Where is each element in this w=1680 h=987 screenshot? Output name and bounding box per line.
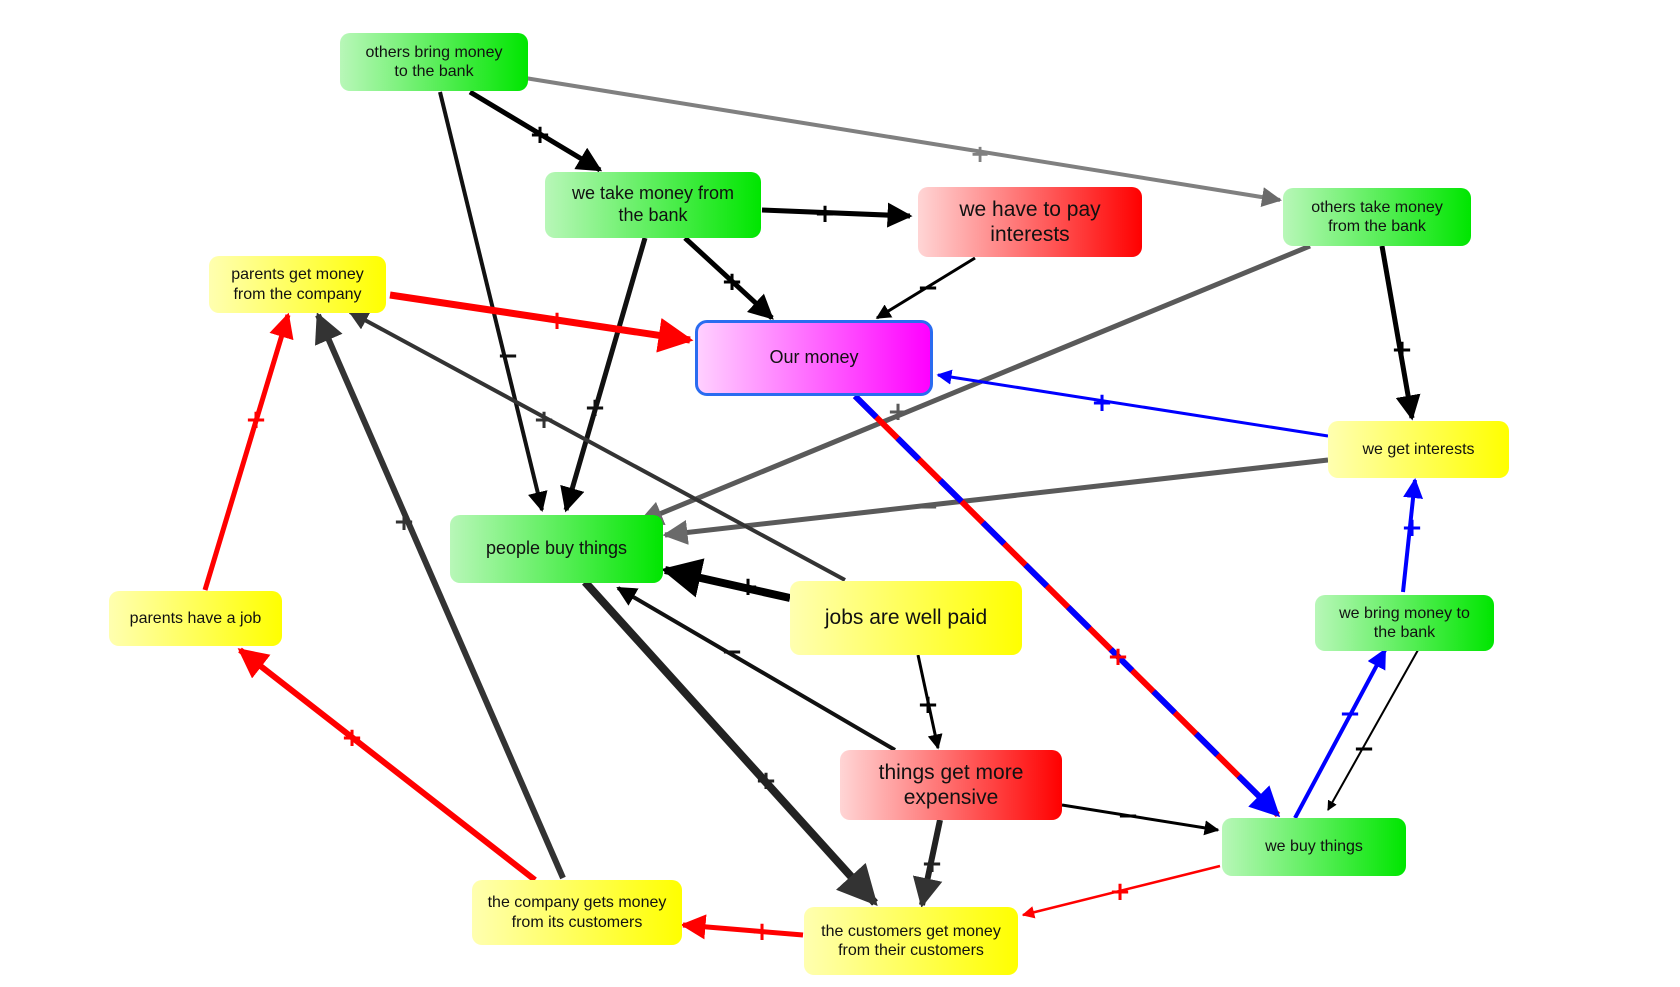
edge-sign: +: [814, 199, 836, 229]
node-parents-get-money[interactable]: parents get money from the company: [209, 256, 386, 313]
edge-more-expensive-to-we-buy: −: [1061, 801, 1220, 836]
edge-parents-get-to-our-money: +: [389, 291, 694, 353]
edge-sign: −: [917, 273, 939, 303]
edge-sign: +: [970, 140, 990, 168]
edge-we-bring-to-we-buy: −: [1327, 649, 1419, 811]
edge-we-bring-to-we-get-interests: +: [1401, 478, 1424, 593]
edge-more-expensive-to-customers-get: +: [912, 819, 943, 908]
node-our-money[interactable]: Our money: [695, 320, 933, 396]
edge-sign: +: [755, 766, 777, 796]
edge-sign: +: [533, 405, 555, 435]
edge-others-bring-to-we-take: +: [468, 89, 603, 173]
edge-sign: +: [721, 267, 743, 297]
edge-sign: +: [529, 120, 551, 150]
edge-sign: +: [751, 917, 773, 947]
edge-more-expensive-to-people-buy: −: [616, 586, 897, 752]
edge-people-buy-to-customers-get: +: [582, 579, 878, 906]
node-parents-have-a-job[interactable]: parents have a job: [109, 591, 282, 646]
edge-customers-get-to-company-gets: +: [680, 914, 804, 947]
edge-sign: −: [1339, 699, 1361, 729]
node-jobs-are-well-paid[interactable]: jobs are well paid: [790, 581, 1022, 655]
edge-we-get-interests-to-people-buy: −: [662, 457, 1329, 545]
edge-sign: +: [584, 393, 606, 423]
edge-sign: −: [1117, 801, 1139, 831]
edge-sign: −: [1353, 734, 1375, 764]
edge-we-get-interests-to-our-money: +: [936, 369, 1329, 438]
node-customers-get-money[interactable]: the customers get money from their custo…: [804, 907, 1018, 975]
node-people-buy-things[interactable]: people buy things: [450, 515, 663, 583]
edge-sign: +: [1401, 513, 1423, 543]
edge-sign: +: [1107, 642, 1129, 672]
node-we-take-money[interactable]: we take money from the bank: [545, 172, 761, 238]
edge-parents-job-to-parents-get: +: [202, 312, 294, 591]
edge-sign: +: [917, 690, 939, 720]
edge-sign: −: [917, 492, 939, 522]
edge-we-buy-to-we-bring: −: [1293, 648, 1387, 819]
node-others-bring-money[interactable]: others bring money to the bank: [340, 33, 528, 91]
edge-we-take-to-we-pay-interests: +: [761, 199, 913, 229]
node-others-take-money[interactable]: others take money from the bank: [1283, 188, 1471, 246]
edge-our-money-to-we-buy: +: [852, 393, 1281, 818]
node-we-buy-things[interactable]: we buy things: [1222, 818, 1406, 876]
edge-others-bring-to-others-take: +: [524, 76, 1282, 208]
edge-sign: −: [497, 341, 519, 371]
edge-sign: +: [737, 572, 759, 602]
edge-sign: +: [921, 849, 943, 879]
edge-company-gets-to-parents-get: +: [315, 312, 566, 880]
edge-others-take-to-people-buy: +: [637, 243, 1311, 525]
edge-jobs-paid-to-more-expensive: +: [916, 654, 943, 750]
node-company-gets-money[interactable]: the company gets money from its customer…: [472, 880, 682, 945]
edge-sign: +: [546, 306, 568, 336]
node-things-get-more-expensive[interactable]: things get more expensive: [840, 750, 1062, 820]
edge-we-buy-to-customers-get: +: [1021, 864, 1221, 919]
edge-sign: +: [245, 405, 267, 435]
edge-we-take-to-our-money: +: [683, 236, 774, 320]
edge-company-gets-to-parents-job: +: [237, 647, 537, 883]
edge-jobs-paid-to-people-buy: +: [661, 558, 791, 602]
edge-sign: +: [1391, 335, 1413, 365]
edge-jobs-paid-to-parents-get: +: [348, 310, 846, 582]
node-we-bring-money[interactable]: we bring money to the bank: [1315, 595, 1494, 651]
edge-others-take-to-we-get-interests: +: [1379, 245, 1421, 421]
edge-sign: +: [341, 723, 363, 753]
edge-sign: +: [1091, 388, 1113, 418]
node-we-have-to-pay-interests[interactable]: we have to pay interests: [918, 187, 1142, 257]
edge-others-bring-to-people-buy: −: [438, 91, 548, 512]
edge-we-take-to-people-buy: +: [560, 237, 648, 513]
node-we-get-interests[interactable]: we get interests: [1328, 421, 1509, 478]
edge-sign: −: [721, 637, 743, 667]
edge-sign: +: [887, 397, 909, 427]
edge-we-pay-interests-to-our-money: −: [875, 256, 976, 320]
edge-sign: +: [393, 507, 415, 537]
edge-sign: +: [1109, 877, 1131, 907]
